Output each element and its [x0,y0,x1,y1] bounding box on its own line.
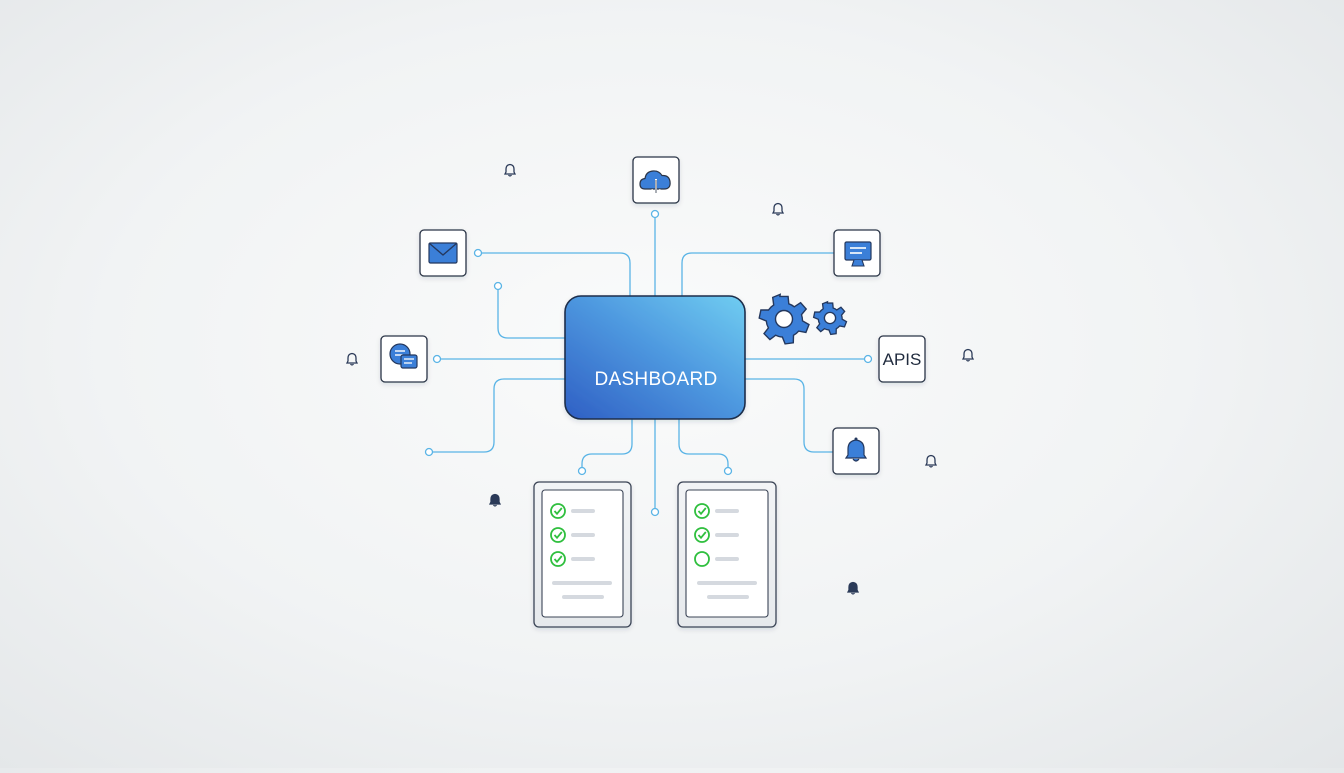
floating-bells [345,163,975,595]
empty-circle-icon [694,551,710,567]
wire-bottom-right [678,418,729,471]
dot-bottom-right [723,466,733,476]
wire-left-stub [497,286,566,339]
gear-icon [758,293,810,345]
connector-lines [429,214,868,512]
wire-mail [478,252,631,296]
wire-left-lower [429,378,566,453]
wire-bottom-left [581,418,633,471]
chat-node[interactable] [380,335,428,383]
bell-icon [488,493,502,507]
bell-icon [771,202,785,216]
list-item-line [715,557,739,561]
monitor-icon [844,241,872,267]
dot-bottom-center [650,507,660,517]
dot-cloud [650,209,660,219]
check-circle-icon [550,551,566,567]
bell-icon [961,348,975,362]
dot-left-lower [424,447,434,457]
checklist-panel-left[interactable] [533,481,632,628]
bell-icon [345,352,359,366]
apis-node[interactable]: APIS [878,335,926,383]
check-circle-icon [550,503,566,519]
wire-bell [745,378,838,453]
bell-icon [846,581,860,595]
dot-left-stub [493,281,503,291]
notification-node[interactable] [832,427,880,475]
checklist-panel-right[interactable] [677,481,777,628]
gear-icon [812,300,848,336]
summary-line [562,595,604,599]
cloud-node[interactable] [632,156,680,204]
hub-label: DASHBOARD [594,369,717,390]
dot-bottom-left [577,466,587,476]
summary-line [707,595,749,599]
monitor-node[interactable] [833,229,881,277]
dot-apis [863,354,873,364]
list-item-line [715,533,739,537]
check-circle-icon [550,527,566,543]
bell-icon [844,437,868,462]
dot-chat [432,354,442,364]
dashboard-hub[interactable]: DASHBOARD [564,295,746,420]
bell-icon [924,454,938,468]
summary-line [697,581,757,585]
mail-node[interactable] [419,229,467,277]
dot-mail [473,248,483,258]
summary-line [552,581,612,585]
wire-monitor [681,252,838,296]
list-item-line [571,557,595,561]
apis-label: APIS [883,350,922,369]
chat-icon [389,343,418,369]
list-item-line [571,509,595,513]
check-circle-icon [694,503,710,519]
check-circle-icon [694,527,710,543]
bell-icon [503,163,517,177]
mail-icon [428,242,458,264]
list-item-line [715,509,739,513]
gears [758,293,848,345]
cloud-sync-icon [639,170,671,196]
list-item-line [571,533,595,537]
